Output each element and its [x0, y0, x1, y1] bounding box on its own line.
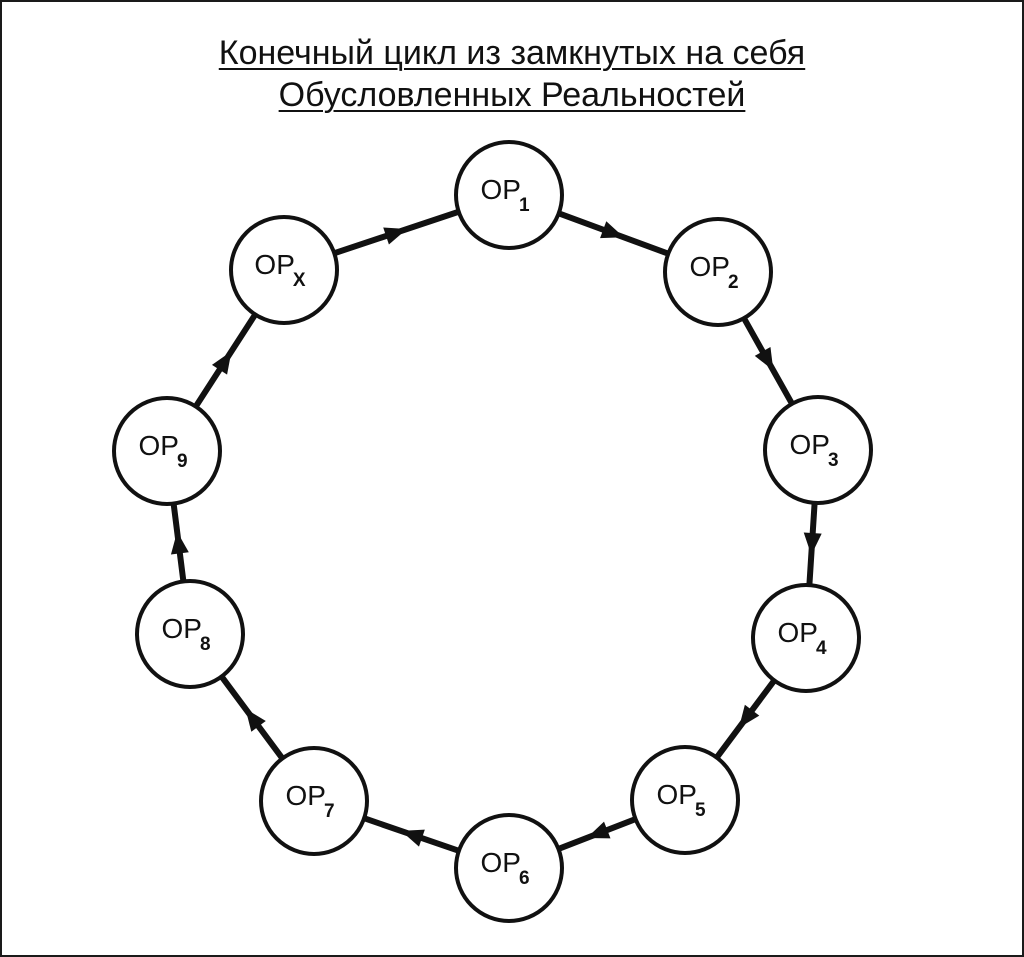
node-label-base: OP — [285, 780, 325, 811]
edge-op3-op4 — [803, 499, 822, 589]
edge-op8-op9 — [170, 500, 189, 585]
node-label-base: OP — [480, 174, 520, 205]
node-label-base: OP — [656, 779, 696, 810]
node-circle — [663, 217, 773, 327]
title-line-2: Обусловленных Реальностей — [278, 76, 746, 114]
arrowhead-icon — [383, 227, 407, 245]
node-label-subscript: 2 — [728, 272, 739, 293]
node-circle — [112, 396, 222, 506]
node-circle — [135, 579, 245, 689]
edge-op5-op6 — [555, 816, 639, 852]
edge-opx-op1 — [331, 208, 462, 257]
node-label-subscript: 6 — [519, 868, 530, 889]
node-label-base: OP — [480, 847, 520, 878]
edge-op2-op3 — [740, 315, 796, 407]
edge-op1-op2 — [555, 210, 672, 257]
node-label-base: OP — [689, 251, 729, 282]
arrowhead-icon — [803, 532, 822, 555]
node-circle — [454, 140, 564, 250]
arrowhead-icon — [738, 704, 760, 728]
node-circle — [630, 745, 740, 855]
node-label-subscript: 7 — [324, 801, 335, 822]
node-circle — [751, 583, 861, 693]
arrowhead-icon — [245, 708, 266, 732]
node-label-subscript: 8 — [200, 634, 211, 655]
node-label-base: OP — [777, 617, 817, 648]
node-label-subscript: 4 — [816, 638, 827, 659]
node-circle — [229, 215, 339, 325]
node-circle — [259, 746, 369, 856]
title-line-1: Конечный цикл из замкнутых на себя — [218, 34, 806, 72]
node-label-subscript: 9 — [177, 451, 188, 472]
arrowhead-icon — [754, 347, 774, 371]
arrowhead-icon — [586, 821, 611, 839]
arrowhead-icon — [600, 221, 624, 239]
arrowhead-icon — [401, 829, 425, 847]
edges-layer — [170, 208, 822, 854]
node-label-base: OP — [161, 613, 201, 644]
node-circle — [763, 395, 873, 505]
node-label-base: OP — [254, 249, 294, 280]
node-label-subscript: X — [293, 270, 306, 291]
diagram-title: Конечный цикл из замкнутых на себя Обусл… — [2, 32, 1022, 116]
node-label-subscript: 1 — [519, 195, 530, 216]
node-label-subscript: 3 — [828, 450, 839, 471]
node-label-base: OP — [138, 430, 178, 461]
node-label-base: OP — [789, 429, 829, 460]
edge-op6-op7 — [361, 815, 462, 854]
node-label-subscript: 5 — [695, 800, 706, 821]
edge-op9-opx — [192, 311, 259, 410]
arrowhead-icon — [211, 351, 232, 375]
node-circle — [454, 813, 564, 923]
arrowhead-icon — [170, 531, 189, 555]
edge-op4-op5 — [713, 677, 778, 761]
edge-op7-op8 — [218, 673, 286, 762]
